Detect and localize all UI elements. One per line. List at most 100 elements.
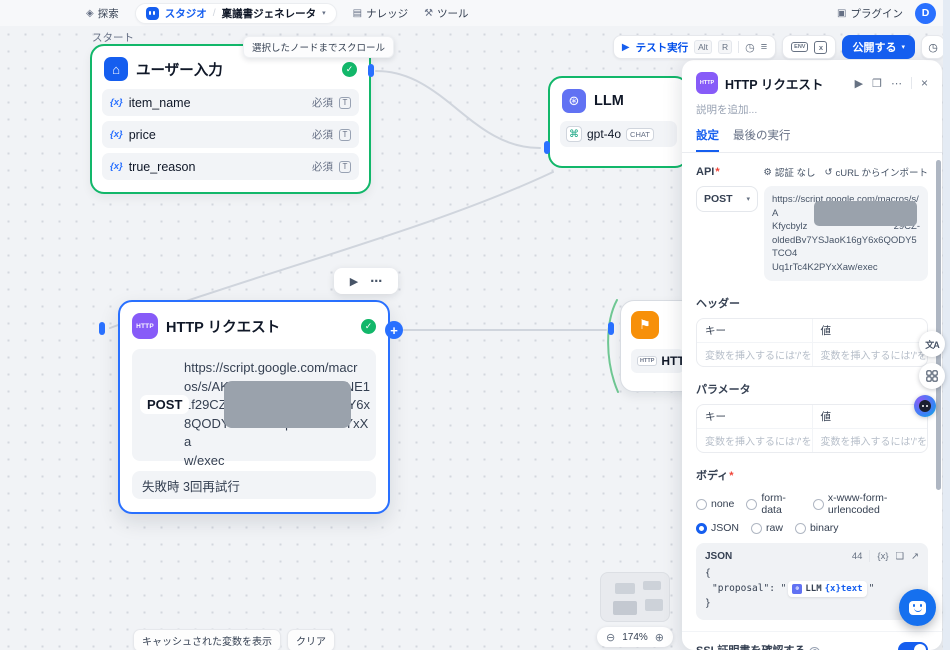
handle-http-in[interactable] (99, 322, 105, 335)
clear-button[interactable]: クリア (287, 629, 335, 650)
node-user-input-title: ユーザー入力 (136, 62, 223, 79)
node-http-request[interactable]: HTTP HTTP リクエスト ✓ POST https://script.go… (118, 300, 390, 514)
field-price[interactable]: {x} price 必須 T (102, 121, 359, 148)
translate-widget[interactable]: 文A (919, 331, 945, 357)
run-node-icon[interactable]: ▶ (349, 275, 359, 288)
more-icon[interactable]: ⋯ (890, 77, 902, 90)
zoom-out-icon[interactable]: ⊖ (606, 631, 616, 644)
text-type-icon: T (339, 160, 351, 173)
canvas-run-toolbar: ▶ テスト実行 Alt R ◷ ≡ ENV x 公開する ▾ ◷ (612, 35, 945, 59)
handle-userinput-out[interactable] (368, 64, 374, 77)
llm-text-variable-chip[interactable]: ⊛ LLM {x}text (788, 581, 867, 597)
nav-tools[interactable]: ⚒ ツール (424, 6, 468, 21)
nav-knowledge[interactable]: ▤ ナレッジ (353, 6, 408, 21)
add-node-button[interactable]: + (385, 321, 403, 339)
col-value: 値 (812, 319, 927, 343)
success-check-icon: ✓ (361, 318, 376, 334)
radio-none[interactable]: none (696, 492, 734, 516)
app-name[interactable]: 稟議書ジェネレータ (221, 7, 317, 20)
panel-scrollbar[interactable] (936, 160, 941, 490)
radio-binary[interactable]: binary (794, 522, 839, 534)
http-icon: HTTP (132, 313, 158, 339)
radio-json[interactable]: JSON (696, 522, 739, 534)
support-chat-button[interactable] (899, 589, 936, 626)
extension-widget[interactable] (914, 395, 936, 417)
param-value-input[interactable]: 変数を挿入するには'/'を... (820, 437, 928, 448)
conversation-vars-icon[interactable]: x (814, 40, 828, 54)
model-type-badge: CHAT (626, 127, 654, 141)
json-editor-actions: 44 {x} ❑ ↗ (852, 550, 919, 562)
zoom-level[interactable]: 174% (622, 631, 648, 643)
api-actions: ⚙ 認証 なし ↺ cURL からインポート (763, 165, 928, 180)
col-value: 値 (812, 405, 927, 429)
breadcrumb: スタジオ / 稟議書ジェネレータ ▾ (134, 2, 337, 24)
test-run-group: ▶ テスト実行 Alt R ◷ ≡ (612, 35, 777, 59)
api-section-header: API* ⚙ 認証 なし ↺ cURL からインポート (696, 165, 928, 179)
body-label: ボディ* (696, 470, 734, 482)
auth-button[interactable]: ⚙ 認証 なし (763, 166, 816, 180)
apps-widget[interactable] (919, 363, 945, 389)
radio-raw[interactable]: raw (751, 522, 783, 534)
handle-llm-in[interactable] (544, 141, 550, 154)
url-input[interactable]: https://script.google.com/macros/s/A Kfy… (764, 186, 928, 281)
node-http-title: HTTP リクエスト (166, 319, 281, 336)
home-icon: ⌂ (104, 57, 128, 81)
run-history-icon[interactable]: ◷ (745, 41, 755, 54)
method-select[interactable]: POST ▾ (696, 186, 758, 212)
tab-settings[interactable]: 設定 (696, 127, 719, 152)
radio-x-www-form-urlencoded[interactable]: x-www-form-urlencoded (812, 492, 928, 516)
chevron-down-icon[interactable]: ▾ (322, 10, 326, 17)
divider (682, 631, 942, 632)
node-llm[interactable]: ⊛ LLM ⌘ gpt-4o CHAT (548, 76, 689, 168)
http-icon: HTTP (696, 72, 718, 94)
body-section: ボディ* none form-data x-www-form-urlencode… (696, 466, 928, 620)
model-selector[interactable]: ⌘ gpt-4o CHAT (560, 121, 677, 147)
publish-button[interactable]: 公開する ▾ (842, 35, 915, 59)
more-icon[interactable]: ⋯ (370, 274, 383, 288)
input-fields: {x} item_name 必須 T {x} price 必須 T {x} tr… (92, 89, 369, 180)
node-user-input[interactable]: ⌂ ユーザー入力 ✓ {x} item_name 必須 T {x} price … (90, 44, 371, 194)
nav-studio-label[interactable]: スタジオ (164, 7, 207, 20)
radio-form-data[interactable]: form-data (746, 492, 801, 516)
show-cached-vars-button[interactable]: キャッシュされた変数を表示 (133, 629, 281, 650)
tools-icon: ⚒ (424, 7, 434, 19)
minimap-block (645, 599, 663, 611)
nav-plugins[interactable]: ▣ プラグイン (837, 6, 903, 21)
variable-icon: {x} (110, 97, 123, 108)
field-true-reason[interactable]: {x} true_reason 必須 T (102, 153, 359, 180)
minimap[interactable] (600, 572, 670, 622)
explore-icon: ◈ (86, 7, 94, 19)
version-history-button[interactable]: ◷ (921, 35, 945, 59)
node-http-header: HTTP HTTP リクエスト ✓ (120, 302, 388, 347)
close-icon[interactable]: × (920, 76, 928, 90)
field-name: true_reason (128, 159, 196, 174)
llm-icon: ⊛ (792, 584, 803, 594)
run-icon[interactable]: ▶ (854, 77, 864, 90)
env-vars-icon[interactable]: ENV (791, 42, 809, 52)
text-type-icon: T (339, 128, 351, 141)
headers-table: キー 値 変数を挿入するには'/'を... 変数を挿入するには'/'を... (696, 318, 928, 367)
docs-icon[interactable]: ❐ (872, 77, 882, 90)
param-key-input[interactable]: 変数を挿入するには'/'を... (697, 429, 813, 452)
description-placeholder[interactable]: 説明を追加... (696, 104, 758, 116)
header-value-input[interactable]: 変数を挿入するには'/'を... (820, 351, 928, 362)
play-icon[interactable]: ▶ (621, 41, 630, 53)
json-editor[interactable]: JSON 44 {x} ❑ ↗ { "proposal": " ⊛ (696, 543, 928, 620)
nav-explore-label: 探索 (97, 7, 119, 20)
nav-explore[interactable]: ◈ 探索 (86, 6, 119, 21)
ssl-toggle[interactable] (898, 642, 928, 650)
field-item-name[interactable]: {x} item_name 必須 T (102, 89, 359, 116)
copy-icon[interactable]: ❑ (895, 550, 905, 562)
expand-icon[interactable]: ↗ (911, 550, 919, 562)
tab-last-run[interactable]: 最後の実行 (733, 130, 791, 142)
handle-end-in[interactable] (608, 322, 614, 335)
panel-actions: ▶ ❐ ⋯ × (855, 76, 928, 90)
variable-icon[interactable]: {x} (877, 550, 889, 562)
curl-import-button[interactable]: ↺ cURL からインポート (824, 166, 928, 180)
user-avatar[interactable]: D (915, 2, 936, 24)
json-editor-header: JSON 44 {x} ❑ ↗ (705, 550, 919, 562)
header-key-input[interactable]: 変数を挿入するには'/'を... (697, 343, 813, 366)
zoom-in-icon[interactable]: ⊕ (654, 631, 665, 644)
checklist-icon[interactable]: ≡ (760, 41, 768, 53)
test-run-button[interactable]: テスト実行 (635, 41, 689, 54)
